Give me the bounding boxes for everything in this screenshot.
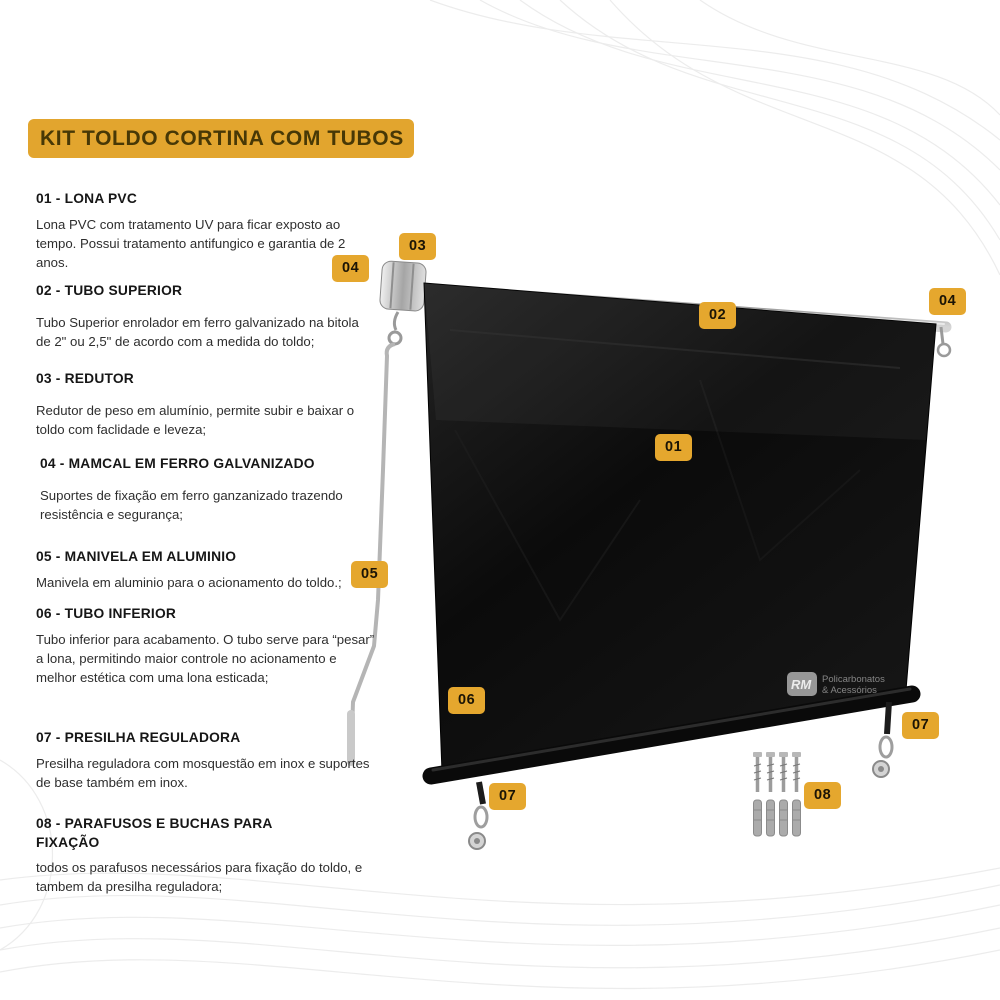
screw-icon (792, 752, 801, 792)
spec-section-04-mamcal: 04 - MAMCAL EM FERRO GALVANIZADO Suporte… (36, 455, 376, 524)
section-heading: 07 - PRESILHA REGULADORA (36, 730, 241, 745)
spec-section-07-presilha: 07 - PRESILHA REGULADORA Presilha regula… (36, 729, 376, 792)
section-body: todos os parafusos necessários para fixa… (36, 860, 363, 895)
wall-plug-icon (753, 799, 762, 837)
callout-badge-07-right: 07 (902, 712, 940, 739)
section-heading: 02 - TUBO SUPERIOR (36, 283, 183, 298)
section-heading: 08 - PARAFUSOS E BUCHAS PARA FIXAÇÃO (36, 816, 273, 850)
right-strap-carabiner (872, 701, 894, 778)
title-banner: KIT TOLDO CORTINA COM TUBOS (28, 119, 414, 158)
spec-section-02-tubo-superior: 02 - TUBO SUPERIOR Tubo Superior enrolad… (36, 282, 376, 351)
section-body: Redutor de peso em alumínio, permite sub… (36, 402, 355, 437)
callout-badge-07-left: 07 (489, 783, 527, 810)
rm-logo-line2: & Acessórios (822, 685, 877, 696)
section-heading: 01 - LONA PVC (36, 191, 137, 206)
rm-logo-initials: RM (791, 677, 812, 692)
spec-section-05-manivela: 05 - MANIVELA EM ALUMINIO Manivela em al… (36, 548, 376, 592)
wall-plug-icon (792, 799, 801, 837)
page-title: KIT TOLDO CORTINA COM TUBOS (40, 126, 404, 150)
section-heading: 06 - TUBO INFERIOR (36, 606, 177, 621)
wall-plug-icon (779, 799, 788, 837)
callout-badge-01: 01 (655, 434, 693, 461)
callout-badge-04-right: 04 (929, 288, 967, 315)
rm-logo-line1: Policarbonatos (822, 674, 885, 685)
screw-icon (766, 752, 775, 792)
reducer-end-cap (379, 260, 427, 312)
spec-section-06-tubo-inferior: 06 - TUBO INFERIOR Tubo inferior para ac… (36, 605, 376, 687)
spec-section-03-redutor: 03 - REDUTOR Redutor de peso em alumínio… (36, 370, 376, 439)
callout-badge-05: 05 (351, 561, 389, 588)
callout-badge-06: 06 (448, 687, 486, 714)
bottom-tube (422, 685, 921, 785)
callout-badge-04-left: 04 (332, 255, 370, 282)
section-body: Suportes de fixação em ferro ganzanizado… (40, 487, 343, 522)
screws-and-anchors (753, 752, 801, 837)
callout-badge-02: 02 (699, 302, 737, 329)
awning-canvas (423, 282, 937, 773)
spec-section-08-parafusos: 08 - PARAFUSOS E BUCHAS PARA FIXAÇÃO tod… (36, 815, 376, 897)
callout-badge-03: 03 (399, 233, 437, 260)
callout-badge-08: 08 (804, 782, 842, 809)
right-bracket (936, 326, 952, 358)
left-strap-carabiner (468, 781, 489, 850)
reducer-hook-ring (387, 311, 403, 346)
wall-plug-icon (766, 799, 775, 837)
section-body: Presilha reguladora com mosquestão em in… (36, 755, 370, 790)
screw-icon (753, 752, 762, 792)
section-body: Tubo inferior para acabamento. O tubo se… (36, 631, 375, 685)
rm-logo: RM Policarbonatos & Acessórios (787, 672, 885, 696)
section-heading: 05 - MANIVELA EM ALUMINIO (36, 549, 237, 564)
section-body: Manivela em aluminio para o acionamento … (36, 574, 342, 590)
section-body: Tubo Superior enrolador em ferro galvani… (36, 314, 359, 349)
section-heading: 04 - MAMCAL EM FERRO GALVANIZADO (40, 456, 315, 471)
spec-section-01-lona-pvc: 01 - LONA PVC Lona PVC com tratamento UV… (36, 190, 376, 272)
crank-rod (347, 342, 396, 766)
section-body: Lona PVC com tratamento UV para ficar ex… (36, 216, 346, 270)
section-heading: 03 - REDUTOR (36, 371, 134, 386)
screw-icon (779, 752, 788, 792)
